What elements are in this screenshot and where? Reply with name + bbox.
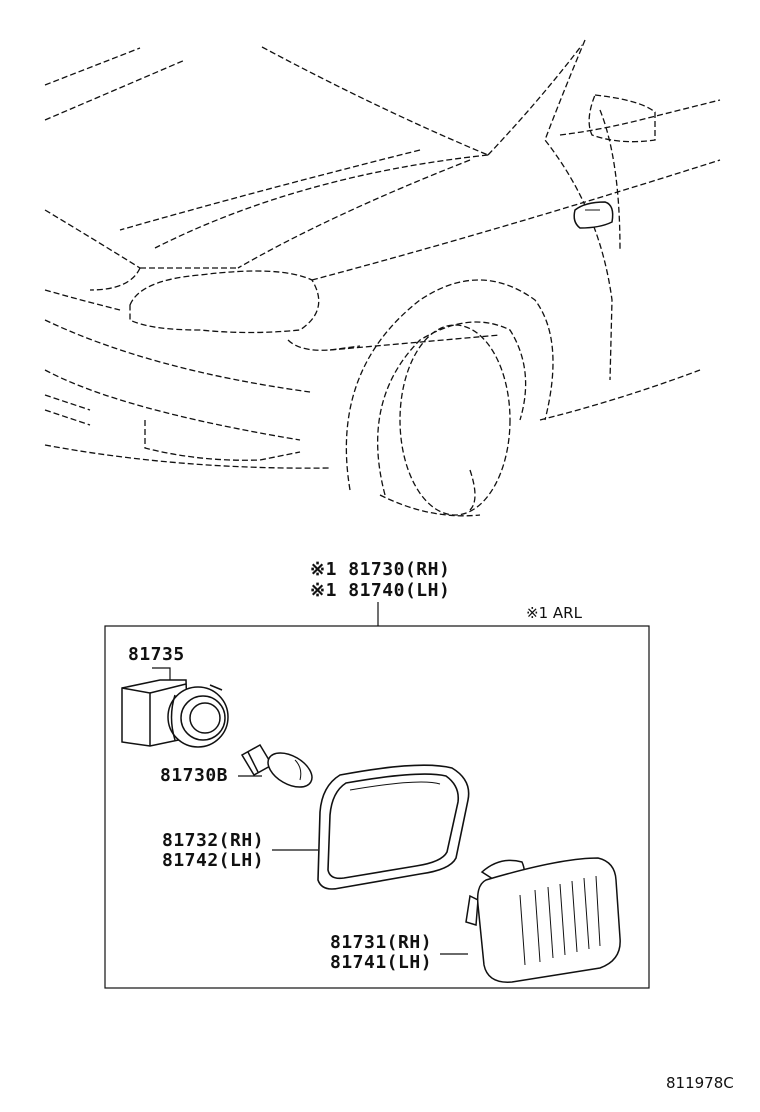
gasket-part bbox=[317, 764, 470, 890]
bulb-part bbox=[240, 743, 313, 788]
car-front-illustration bbox=[44, 39, 721, 517]
arl-note: ※1 ARL bbox=[526, 604, 582, 622]
gasket-lh-label[interactable]: 81742(LH) bbox=[162, 850, 265, 871]
socket-part bbox=[121, 679, 229, 748]
lens-part bbox=[465, 857, 621, 983]
bulb-label[interactable]: 81730B bbox=[160, 765, 229, 786]
assembly-lh-label[interactable]: ※1 81740(LH) bbox=[310, 580, 451, 601]
lens-lh-label[interactable]: 81741(LH) bbox=[330, 952, 433, 973]
diagram-code: 811978C bbox=[666, 1074, 734, 1092]
assembly-rh-label[interactable]: ※1 81730(RH) bbox=[310, 559, 451, 580]
assembly-box bbox=[104, 625, 650, 989]
socket-label[interactable]: 81735 bbox=[128, 644, 185, 665]
lens-rh-label[interactable]: 81731(RH) bbox=[330, 932, 433, 953]
side-marker-on-car bbox=[573, 201, 614, 229]
gasket-rh-label[interactable]: 81732(RH) bbox=[162, 830, 265, 851]
leader-lines bbox=[104, 602, 650, 989]
